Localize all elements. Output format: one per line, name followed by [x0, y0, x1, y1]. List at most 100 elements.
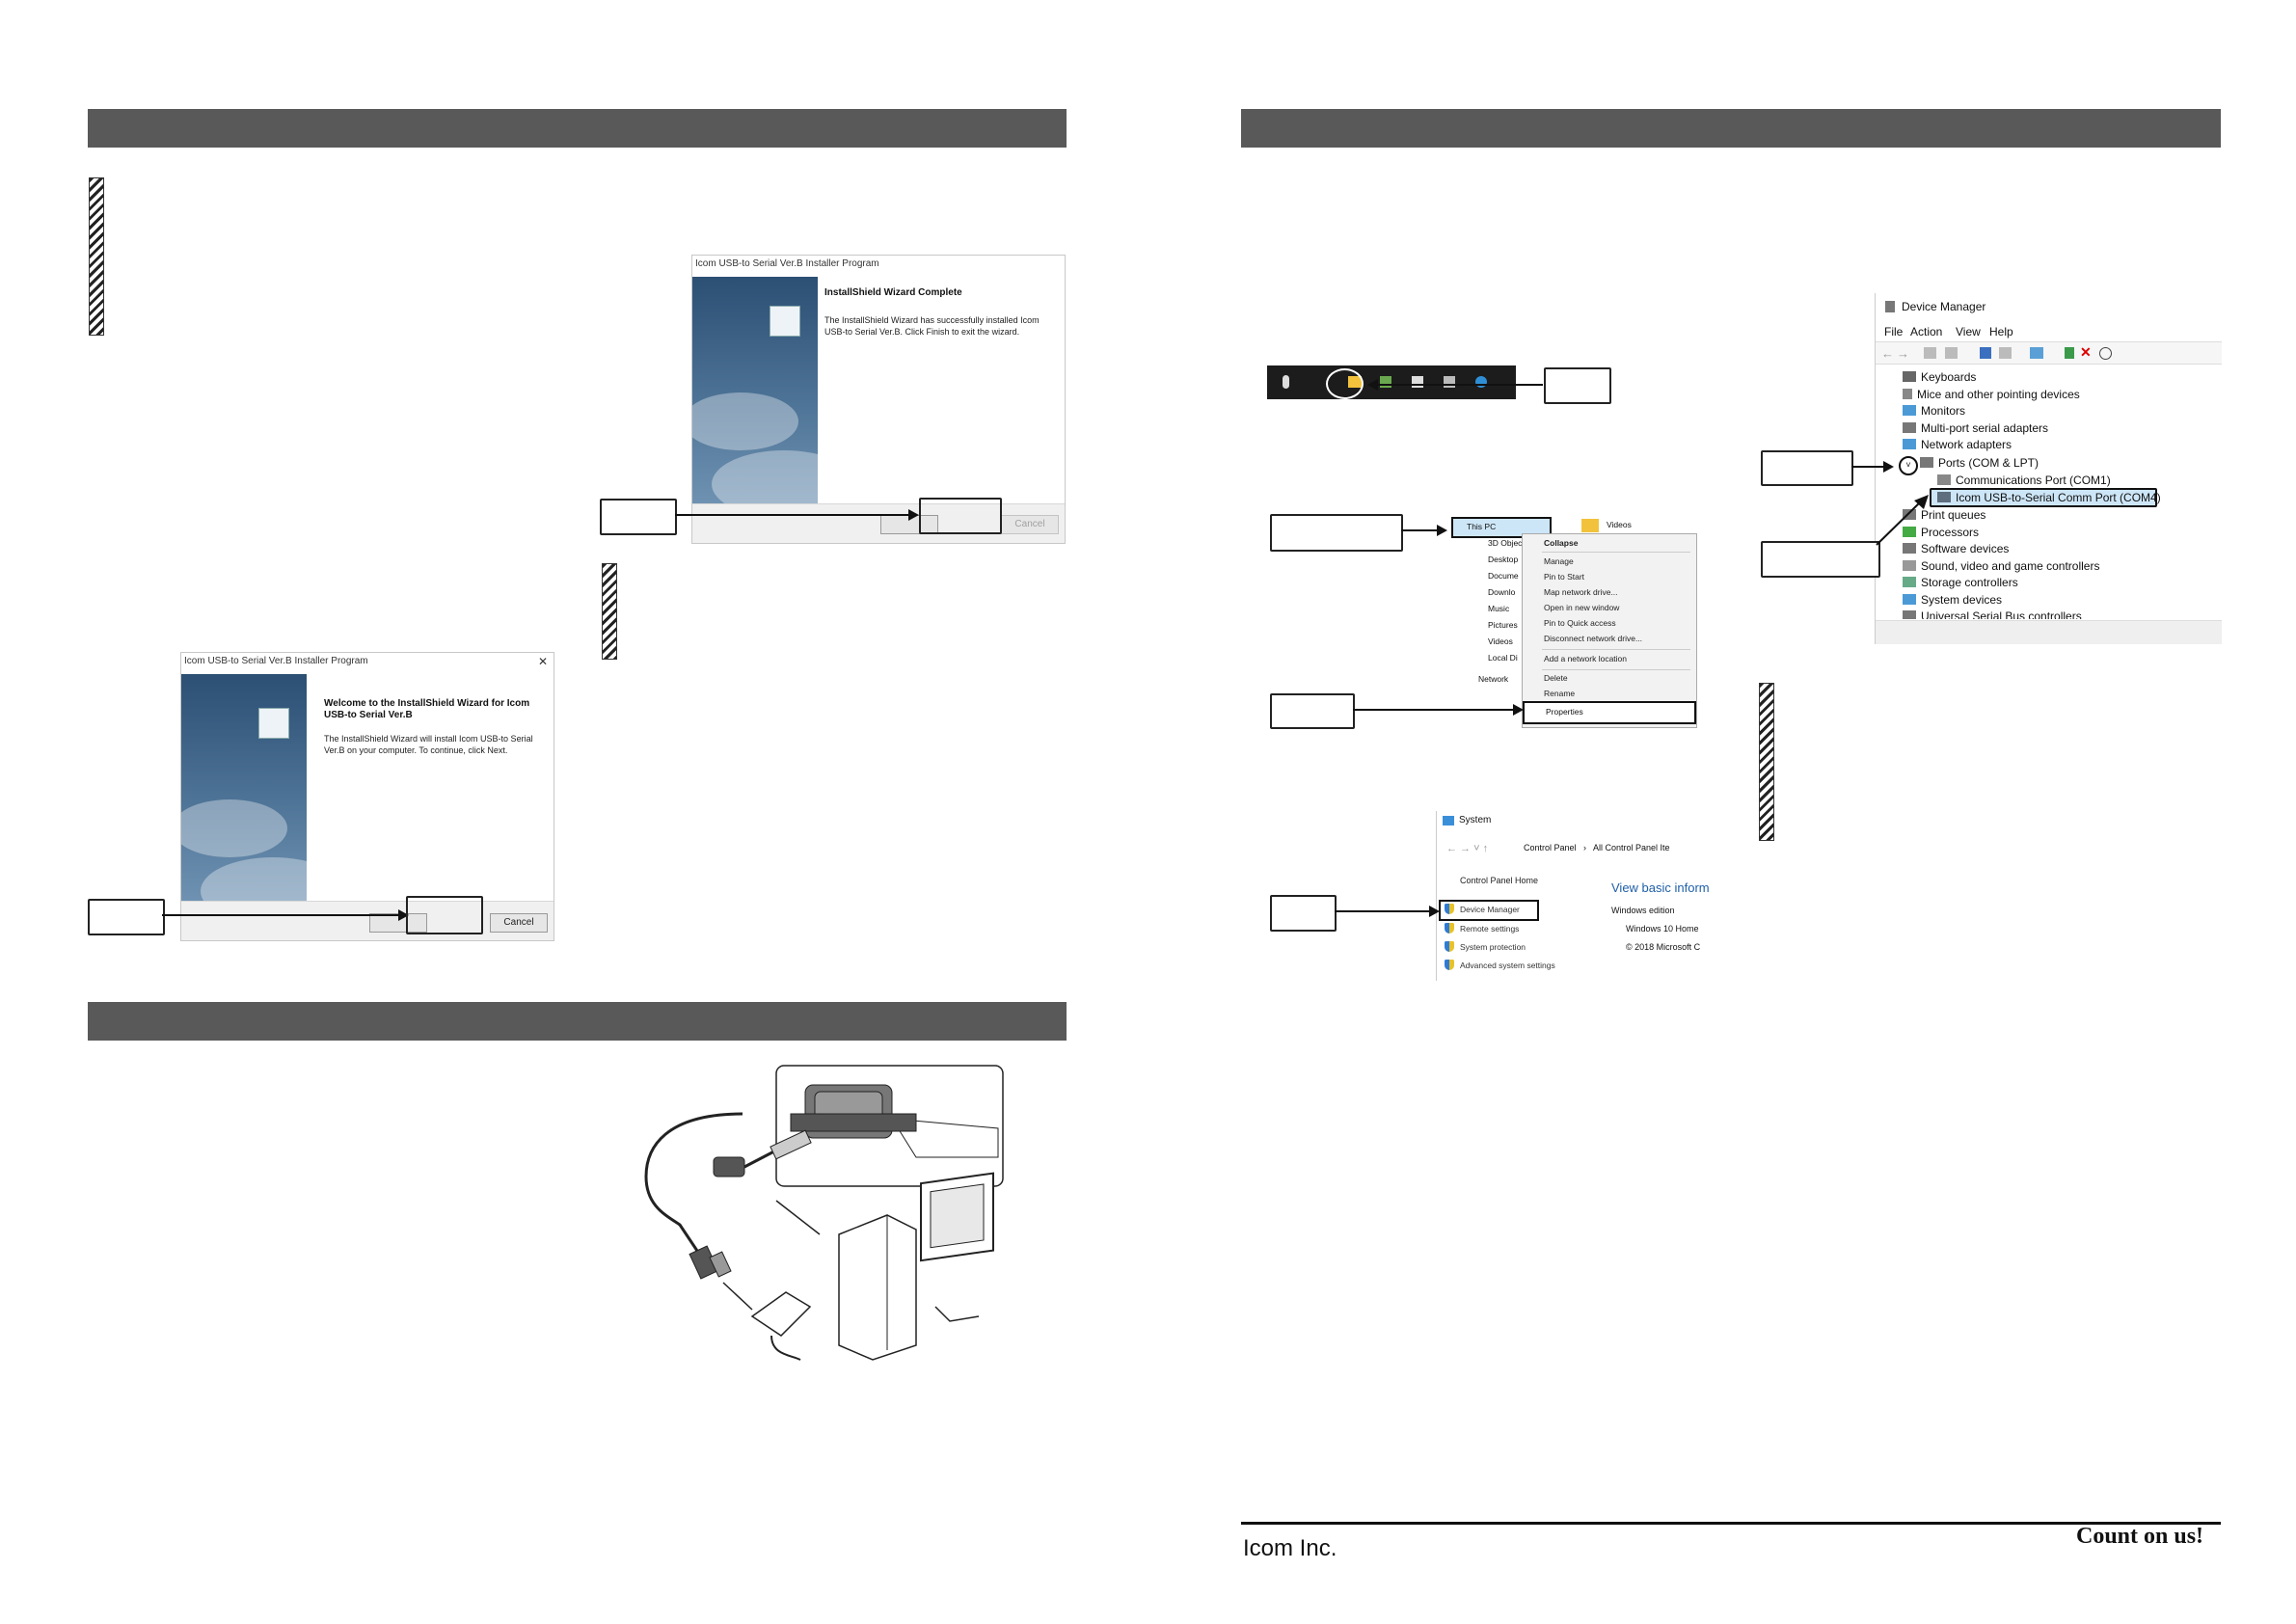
tree-item-ports[interactable]: Ports (COM & LPT)	[1920, 456, 2039, 470]
tree-item-sound[interactable]: Sound, video and game controllers	[1903, 559, 2099, 573]
callout-box	[1270, 895, 1337, 932]
device-manager-link[interactable]: Device Manager	[1445, 904, 1520, 914]
caution-hatch-mark	[1759, 683, 1774, 841]
explorer-highlight-circle	[1326, 368, 1364, 399]
shield-icon	[1445, 960, 1454, 970]
scan-icon[interactable]	[1999, 347, 2012, 359]
taskbar-icon[interactable]	[1475, 376, 1487, 388]
add-driver-icon[interactable]	[2065, 347, 2074, 359]
tree-item-multiport[interactable]: Multi-port serial adapters	[1903, 421, 2048, 435]
usb-cable-pc-illustration	[644, 1065, 1004, 1361]
menu-item-rename[interactable]: Rename	[1544, 689, 1576, 698]
menu-item-open-window[interactable]: Open in new window	[1544, 603, 1620, 612]
company-name: Icom Inc.	[1243, 1535, 1337, 1561]
tree-item-network[interactable]: Network adapters	[1903, 438, 2012, 451]
callout-arrow-diagonal	[1876, 495, 1929, 546]
tree-label[interactable]: Pictures	[1488, 620, 1518, 630]
tree-label: This PC	[1467, 522, 1497, 531]
menu-help[interactable]: Help	[1989, 325, 2013, 338]
system-protection-link[interactable]: System protection	[1445, 941, 1526, 952]
taskbar-icon[interactable]	[1444, 376, 1455, 388]
footer-rule	[1241, 1522, 2221, 1525]
installer-complete-window: Icom USB-to Serial Ver.B Installer Progr…	[691, 255, 1066, 544]
wizard-side-banner	[181, 674, 307, 902]
menu-item-pin-start[interactable]: Pin to Start	[1544, 572, 1585, 582]
back-icon[interactable]: ←	[1881, 346, 1894, 361]
uninstall-icon[interactable]: ✕	[2080, 344, 2092, 360]
menu-item-delete[interactable]: Delete	[1544, 673, 1568, 683]
brand-slogan: Count on us!	[2076, 1524, 2204, 1549]
folder-label[interactable]: Videos	[1607, 520, 1632, 529]
menu-item-collapse[interactable]: Collapse	[1544, 538, 1579, 548]
tree-item-system[interactable]: System devices	[1903, 593, 2002, 607]
menu-item-pin-quick[interactable]: Pin to Quick access	[1544, 618, 1616, 628]
menu-file[interactable]: File	[1884, 325, 1904, 338]
tree-label[interactable]: Docume	[1488, 571, 1519, 581]
menu-item-manage[interactable]: Manage	[1544, 556, 1574, 566]
tree-label[interactable]: Local Di	[1488, 653, 1518, 663]
menu-item-disconnect[interactable]: Disconnect network drive...	[1544, 634, 1643, 643]
callout-arrow-line	[1851, 466, 1884, 468]
taskbar-icon[interactable]	[1380, 376, 1391, 388]
caution-hatch-mark	[89, 177, 104, 336]
tree-label[interactable]: 3D Objec	[1488, 538, 1523, 548]
device-manager-window: Device Manager File Action View Help ← →…	[1875, 293, 2222, 644]
installer-logo-icon	[770, 306, 800, 337]
properties-icon[interactable]	[1924, 347, 1936, 359]
cancel-button[interactable]: Cancel	[1001, 515, 1059, 534]
monitor-icon[interactable]	[2030, 347, 2043, 359]
this-pc-row[interactable]: This PC	[1451, 517, 1552, 538]
tree-item-icom-com4[interactable]: Icom USB-to-Serial Comm Port (COM4)	[1937, 491, 2161, 504]
nav-arrows[interactable]: ← → ˅ ↑	[1446, 843, 1489, 854]
taskbar-icon[interactable]	[1412, 376, 1423, 388]
tree-label[interactable]: Desktop	[1488, 555, 1519, 564]
tree-item-storage[interactable]: Storage controllers	[1903, 576, 2018, 589]
tree-item-monitors[interactable]: Monitors	[1903, 404, 1965, 418]
ferrite-core-closeup	[790, 1084, 999, 1158]
help-icon[interactable]	[1980, 347, 1991, 359]
edition-label: Windows edition	[1611, 906, 1675, 915]
remote-settings-link[interactable]: Remote settings	[1445, 923, 1519, 934]
wizard-side-banner	[692, 277, 818, 504]
taskbar	[1267, 365, 1516, 399]
callout-box	[1270, 514, 1403, 552]
tree-item-print[interactable]: Print queues	[1903, 508, 1985, 522]
control-panel-home-link[interactable]: Control Panel Home	[1460, 876, 1539, 885]
tree-item-usb[interactable]: Universal Serial Bus controllers	[1903, 609, 2082, 619]
menu-item-add-network[interactable]: Add a network location	[1544, 654, 1627, 663]
tree-item-processors[interactable]: Processors	[1903, 526, 1979, 539]
tree-label[interactable]: Music	[1488, 604, 1510, 613]
menu-view[interactable]: View	[1956, 325, 1981, 338]
system-icon	[1443, 816, 1454, 826]
ports-expand-chevron-icon[interactable]: ˅	[1899, 456, 1918, 475]
tree-item-software[interactable]: Software devices	[1903, 542, 2009, 555]
wizard-body-text: The InstallShield Wizard has successfull…	[824, 315, 1040, 337]
update-icon[interactable]	[1945, 347, 1958, 359]
cancel-button[interactable]: Cancel	[490, 913, 548, 933]
finish-button-highlight	[919, 498, 1002, 534]
callout-arrow-line	[1335, 910, 1431, 912]
arrow-head	[1429, 906, 1440, 917]
advanced-settings-link[interactable]: Advanced system settings	[1445, 960, 1555, 970]
tree-label[interactable]: Downlo	[1488, 587, 1516, 597]
device-manager-highlight[interactable]	[1439, 900, 1539, 921]
tree-item-mice[interactable]: Mice and other pointing devices	[1903, 388, 2080, 401]
breadcrumb-item[interactable]: All Control Panel Ite	[1593, 843, 1670, 853]
wizard-heading: InstallShield Wizard Complete	[824, 287, 962, 298]
tree-label[interactable]: Network	[1478, 674, 1509, 684]
tree-item-keyboards[interactable]: Keyboards	[1903, 370, 1976, 384]
tree-label[interactable]: Videos	[1488, 636, 1513, 646]
wizard-footer: Cancel	[181, 901, 554, 940]
properties-highlight[interactable]: Properties	[1523, 701, 1696, 724]
icom-port-highlight[interactable]	[1930, 488, 2157, 507]
microphone-icon	[1283, 375, 1289, 389]
forward-icon[interactable]: →	[1897, 346, 1909, 361]
menu-action[interactable]: Action	[1910, 325, 1943, 338]
menu-item-map-drive[interactable]: Map network drive...	[1544, 587, 1618, 597]
system-window: System ← → ˅ ↑ Control Panel › All Contr…	[1436, 811, 1710, 981]
download-icon[interactable]	[2099, 347, 2112, 360]
installer-logo-icon	[258, 708, 289, 739]
tree-item-com1[interactable]: Communications Port (COM1)	[1937, 474, 2111, 487]
close-icon[interactable]: ✕	[537, 655, 548, 668]
breadcrumb-item[interactable]: Control Panel	[1524, 843, 1577, 853]
